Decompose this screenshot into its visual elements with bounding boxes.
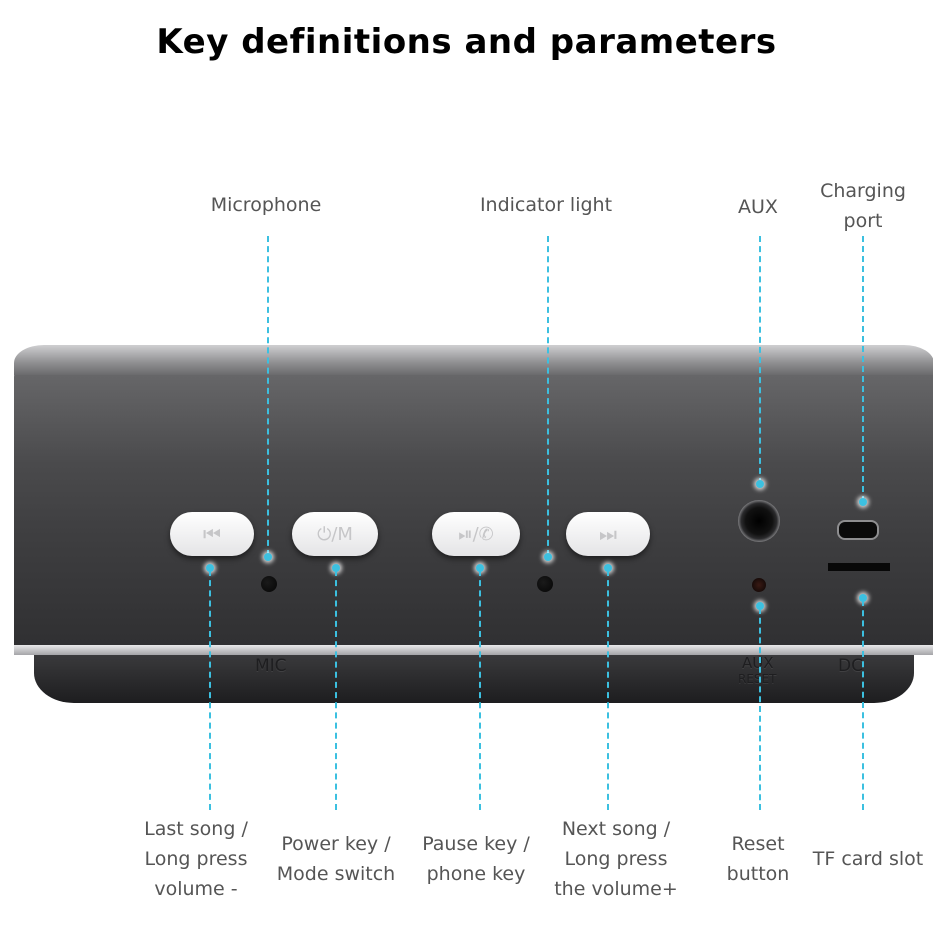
label-power-key: Power key / Mode switch (276, 833, 396, 885)
leader-dot-microphone (264, 553, 272, 561)
microphone-hole (261, 576, 277, 592)
next-song-button[interactable]: ⏭ (566, 512, 650, 556)
speaker-body (14, 363, 933, 653)
engraving-mic: MIC (255, 656, 287, 676)
leader-dot-tf (859, 594, 867, 602)
power-mode-button[interactable]: ⏻/M (292, 512, 378, 556)
leader-dot-aux (756, 480, 764, 488)
leader-dot-next-song (604, 564, 612, 572)
leader-line-indicator (547, 236, 549, 556)
leader-dot-pause (476, 564, 484, 572)
leader-line-power (335, 570, 337, 810)
leader-dot-charging (859, 498, 867, 506)
engraving-aux: AUX (742, 654, 774, 672)
engraving-dc: DC (838, 656, 863, 676)
pause-phone-button[interactable]: ⏯/✆ (432, 512, 520, 556)
label-last-song: Last song / Long press volume - (144, 818, 248, 900)
leader-line-last-song (209, 570, 211, 810)
tf-card-slot[interactable] (828, 563, 890, 571)
leader-line-next-song (607, 570, 609, 810)
speaker-base (34, 655, 914, 703)
reset-hole[interactable] (752, 578, 766, 592)
leader-line-aux (759, 236, 761, 484)
leader-line-reset (759, 608, 761, 810)
leader-dot-indicator (544, 553, 552, 561)
label-microphone: Microphone (210, 194, 322, 216)
leader-dot-last-song (206, 564, 214, 572)
leader-dot-reset (756, 602, 764, 610)
leader-dot-power (332, 564, 340, 572)
aux-port[interactable] (738, 500, 780, 542)
charging-port[interactable] (837, 520, 879, 540)
label-reset-button: Reset button (726, 833, 790, 885)
label-next-song: Next song / Long press the volume+ (554, 818, 678, 900)
indicator-light-hole (537, 576, 553, 592)
label-pause-key: Pause key / phone key (422, 833, 530, 885)
speaker-top-edge (14, 345, 933, 375)
leader-line-microphone (267, 236, 269, 556)
leader-line-tf (862, 600, 864, 810)
leader-line-charging (862, 236, 864, 502)
label-charging-port: Charging port (820, 180, 906, 232)
last-song-button[interactable]: ⏮ (170, 512, 254, 556)
label-tf-card-slot: TF card slot (812, 848, 924, 870)
leader-line-pause (479, 570, 481, 810)
speaker-device (14, 345, 933, 703)
speaker-rim (14, 645, 933, 655)
page-title: Key definitions and parameters (156, 22, 777, 62)
engraving-reset: RESET (738, 672, 777, 686)
label-indicator-light: Indicator light (479, 194, 613, 216)
label-aux: AUX (738, 196, 778, 218)
